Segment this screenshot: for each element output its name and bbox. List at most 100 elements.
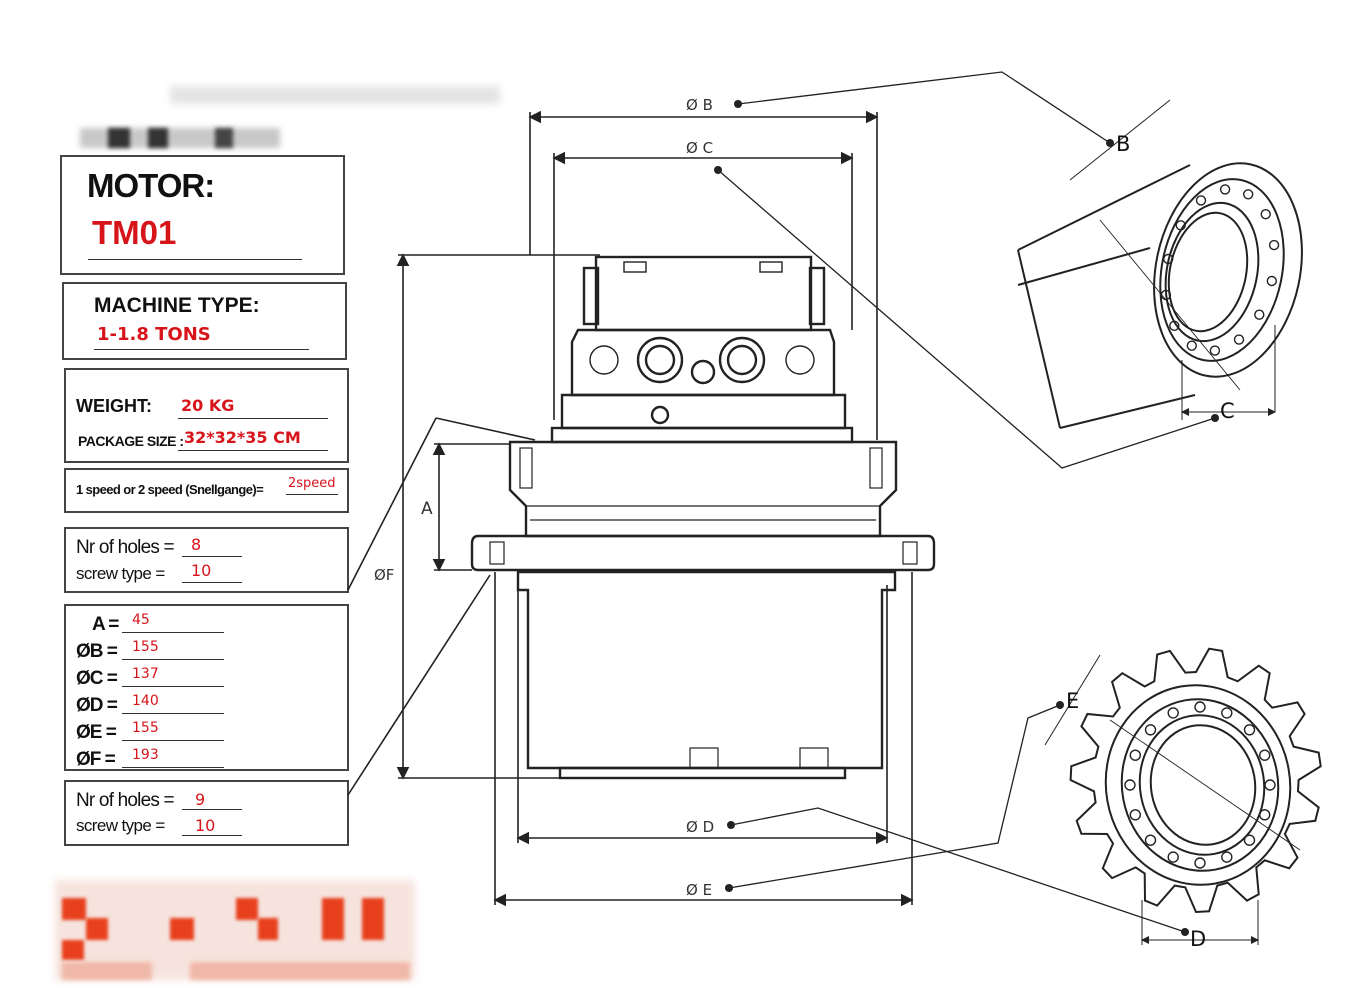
callout-d-label: D xyxy=(1190,927,1206,951)
holes-top-nr-label: Nr of holes = xyxy=(76,537,175,558)
bolt-hole xyxy=(1194,857,1206,869)
motor-box: MOTOR: TM01 xyxy=(60,155,345,275)
bolt-hole xyxy=(1195,195,1207,206)
machine-type-label: MACHINE TYPE: xyxy=(94,294,260,317)
machine-type-underline xyxy=(94,349,309,350)
speed-label: 1 speed or 2 speed (Snellgange)= xyxy=(76,482,264,497)
bolt-hole xyxy=(1169,320,1180,331)
speed-box: 1 speed or 2 speed (Snellgange)= 2speed xyxy=(64,468,349,513)
bolt-hole xyxy=(1167,707,1179,719)
bolt-hole xyxy=(1221,707,1233,719)
bolt-hole xyxy=(1144,834,1157,846)
holes-bottom-screw-underline xyxy=(182,835,242,836)
dimension-b xyxy=(528,110,879,440)
machine-type-box: MACHINE TYPE: 1-1.8 TONS xyxy=(62,282,347,360)
bolt-hole xyxy=(1209,345,1221,356)
dim-e-label: Ø E xyxy=(686,881,712,899)
dimension-e xyxy=(493,572,914,907)
dimension-d xyxy=(516,585,889,845)
dimension-value: 140 xyxy=(132,693,159,709)
weight-box: WEIGHT: 20 KG PACKAGE SIZE : 32*32*35 CM xyxy=(64,368,349,463)
package-size-label: PACKAGE SIZE : xyxy=(78,433,184,449)
holes-top-nr-underline xyxy=(182,556,242,557)
dimension-label: ØE = xyxy=(76,722,117,743)
dim-d-label: Ø D xyxy=(686,818,714,836)
holes-top-screw-value: 10 xyxy=(191,561,212,580)
weight-underline xyxy=(178,418,328,419)
bolt-hole xyxy=(1264,779,1276,791)
callout-leaders xyxy=(717,71,1216,933)
dimension-underline xyxy=(122,767,224,768)
dimension-f xyxy=(396,253,600,780)
bolt-hole xyxy=(1266,275,1278,287)
bolt-hole xyxy=(1254,309,1265,320)
dimension-row: ØC = 137 xyxy=(66,666,346,693)
motor-model: TM01 xyxy=(92,214,177,251)
holes-bottom-screw-label: screw type = xyxy=(76,816,165,835)
bolt-hole xyxy=(1129,749,1142,761)
bolt-hole xyxy=(1260,208,1271,220)
package-size-value: 32*32*35 CM xyxy=(184,428,301,447)
callout-dots xyxy=(714,100,1219,936)
bolt-hole xyxy=(1219,184,1231,195)
dim-f-label: ØF xyxy=(374,566,394,584)
callout-b-label: B xyxy=(1116,132,1130,156)
dimension-label: A = xyxy=(92,614,119,635)
bolt-hole xyxy=(1233,334,1245,345)
leader-holes-bottom xyxy=(347,574,491,796)
bolt-hole xyxy=(1258,749,1271,761)
bolt-hole xyxy=(1144,724,1157,736)
speed-value: 2speed xyxy=(288,476,336,491)
bolt-hole xyxy=(1186,340,1198,351)
dimension-value: 137 xyxy=(132,666,159,682)
dimension-underline xyxy=(122,740,224,741)
bolt-hole xyxy=(1124,779,1136,791)
dim-a-label: A xyxy=(421,499,433,519)
weight-value: 20 KG xyxy=(181,396,235,415)
dimension-value: 45 xyxy=(132,612,150,628)
holes-bottom-nr-label: Nr of holes = xyxy=(76,790,175,811)
dimension-label: ØC = xyxy=(76,668,118,689)
package-size-underline xyxy=(178,450,328,451)
bolt-hole xyxy=(1175,220,1186,231)
holes-bottom-box: Nr of holes = 9 screw type = 10 xyxy=(64,780,349,846)
machine-type-value: 1-1.8 TONS xyxy=(97,324,211,345)
weight-label: WEIGHT: xyxy=(76,396,152,416)
dimension-value: 155 xyxy=(132,720,159,736)
dimension-a xyxy=(432,442,510,572)
dimension-label: ØB = xyxy=(76,641,118,662)
dimension-label: ØF = xyxy=(76,749,116,770)
callout-e-label: E xyxy=(1066,689,1079,713)
holes-bottom-screw-value: 10 xyxy=(195,816,216,835)
dimension-value: 155 xyxy=(132,639,159,655)
bolt-hole xyxy=(1268,239,1280,251)
bolt-hole xyxy=(1242,189,1254,200)
motor-label: MOTOR: xyxy=(87,167,215,204)
speed-underline xyxy=(286,494,338,495)
bolt-hole xyxy=(1258,809,1271,821)
dimension-value: 193 xyxy=(132,747,159,763)
dimension-underline xyxy=(122,713,224,714)
dimension-row: ØF = 193 xyxy=(66,747,346,774)
holes-top-nr-value: 8 xyxy=(191,535,202,554)
holes-bottom-nr-value: 9 xyxy=(195,790,206,809)
sprocket-illustration xyxy=(1044,647,1322,945)
bolt-hole xyxy=(1194,701,1206,713)
motor-underline xyxy=(88,259,302,260)
dim-c-label: Ø C xyxy=(686,139,713,157)
dimension-c xyxy=(552,151,854,420)
dimension-row: ØD =140 xyxy=(66,693,346,720)
dimension-underline xyxy=(122,659,224,660)
dimension-underline xyxy=(122,632,224,633)
mount-illustration xyxy=(1017,99,1303,429)
dimension-row: ØE = 155 xyxy=(66,720,346,747)
bolt-hole xyxy=(1167,851,1179,863)
dimension-underline xyxy=(122,686,224,687)
holes-bottom-nr-underline xyxy=(182,809,242,810)
holes-top-box: Nr of holes = 8 screw type = 10 xyxy=(64,527,349,593)
holes-top-screw-underline xyxy=(182,582,242,583)
holes-top-screw-label: screw type = xyxy=(76,564,165,583)
bolt-hole xyxy=(1221,851,1233,863)
